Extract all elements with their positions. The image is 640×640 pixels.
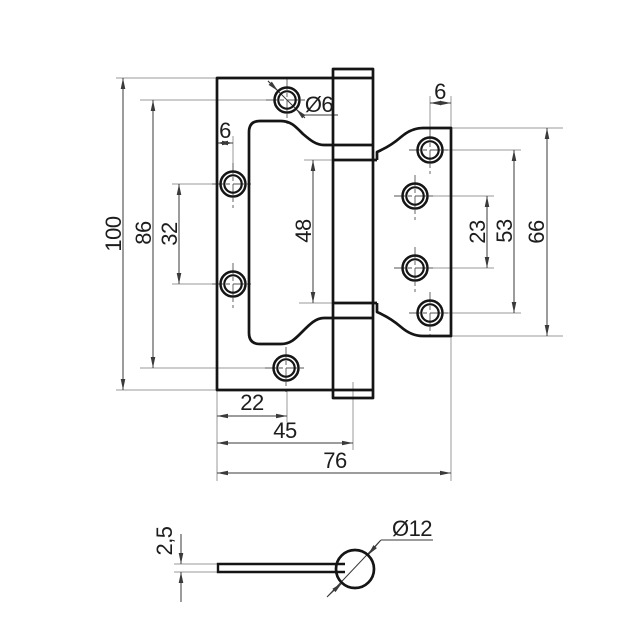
dim-overall-height: 100 (101, 216, 126, 251)
barrel-section (334, 548, 376, 590)
dim-right-hole-pitch: 23 (465, 220, 490, 244)
dim-left-hole-pitch: 32 (157, 222, 182, 246)
dim-right-outer-span: 53 (492, 219, 517, 243)
dim-pivot-axis-offset: 45 (273, 418, 297, 443)
dim-hole-diameter: Ø6 (305, 92, 334, 117)
dim-overall-width: 76 (323, 448, 347, 473)
screw-hole (273, 86, 301, 114)
dim-bottom-hole-offset: 22 (240, 390, 264, 415)
dim-outer-hole-span: 86 (131, 221, 156, 245)
dim-knuckle-length: 48 (291, 219, 316, 243)
screw-hole (272, 354, 300, 382)
extension-lines (116, 77, 563, 573)
screw-hole (401, 182, 429, 210)
screw-holes (219, 86, 444, 382)
left-leaf (215, 76, 333, 392)
dimension-labels: 100 86 32 48 23 53 66 6 Ø6 6 22 45 76 2,… (101, 79, 549, 556)
dim-knuckle-diameter: Ø12 (392, 516, 432, 541)
leaf-section (216, 562, 345, 574)
left-leaf-cutout (247, 119, 333, 346)
barrel (331, 67, 377, 400)
screw-hole (416, 299, 444, 327)
dim-left-edge-offset: 6 (219, 118, 231, 143)
screw-hole (219, 170, 247, 198)
screw-hole (219, 270, 247, 298)
front-view (215, 67, 453, 400)
dim-right-edge-offset: 6 (434, 79, 446, 104)
dim-right-leaf-height: 66 (524, 220, 549, 244)
screw-hole (416, 136, 444, 164)
dimension-lines (120, 78, 550, 602)
side-view (216, 548, 376, 590)
dim-leaf-thickness: 2,5 (152, 526, 177, 555)
right-leaf (375, 126, 453, 338)
knuckle-joints (333, 143, 377, 320)
screw-hole (401, 254, 429, 282)
